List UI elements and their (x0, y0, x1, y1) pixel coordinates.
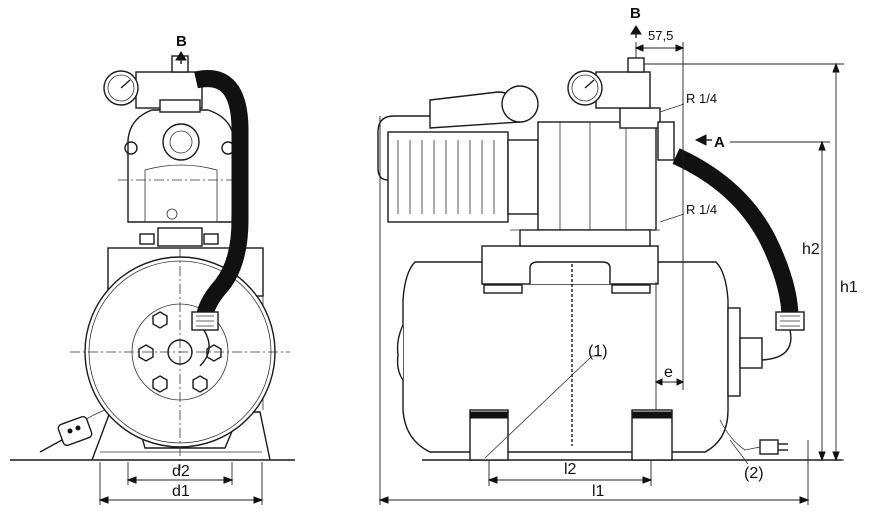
front-power-plug-icon (57, 415, 93, 447)
front-drain-plug (166, 208, 178, 220)
d1-arrow-right (253, 496, 264, 504)
thread-lower-label: R 1/4 (686, 202, 717, 217)
side-outlet-label: B (630, 5, 641, 22)
front-plug-left (124, 141, 138, 155)
callout-2-leader (729, 439, 749, 465)
side-cable (719, 419, 746, 451)
front-outlet-label: B (176, 33, 187, 50)
side-outlet-stub (627, 57, 645, 73)
side-saddle-cutout (529, 261, 611, 284)
l2-arrow-left (487, 476, 498, 484)
callout-1-leader (484, 355, 593, 459)
h1-arrow-bottom (832, 451, 840, 462)
side-capacitor (501, 85, 539, 123)
side-pressure-switch (595, 71, 651, 109)
front-foot-nut-right (203, 233, 219, 245)
h1-label: h1 (840, 279, 858, 296)
inlet-label: A (714, 134, 725, 151)
side-hose-elbow (761, 329, 792, 361)
front-pump-port-inner (169, 130, 193, 154)
side-pump-housing (537, 121, 657, 231)
h2-arrow-bottom (818, 451, 826, 462)
l1-label: l1 (592, 483, 605, 500)
side-tank-flange (727, 307, 741, 397)
front-pump-lower (144, 164, 218, 223)
side-tank-outlet (739, 337, 763, 369)
d2-label: d2 (172, 463, 190, 480)
d2-arrow-right (223, 476, 234, 484)
side-tank (402, 261, 729, 453)
side-pressure-switch-base (619, 107, 661, 129)
d1-label: d1 (172, 483, 190, 500)
side-foot-left-strip (469, 411, 509, 419)
front-plug-cord (39, 439, 63, 453)
side-inlet-connector (657, 121, 675, 161)
front-hose (194, 70, 249, 323)
side-handle (377, 115, 430, 181)
e-arrow-right (676, 378, 685, 386)
front-switch-base (159, 99, 201, 113)
h2-arrow-top (818, 140, 826, 151)
callout-1-label: (1) (588, 343, 608, 360)
side-saddle-bar-right (611, 284, 651, 294)
front-plug-pin (67, 428, 73, 434)
dim-57-label: 57,5 (648, 28, 673, 43)
side-motor (387, 131, 509, 223)
front-pump-foot (157, 227, 203, 247)
front-pump-body (127, 109, 235, 223)
front-manometer-needle (120, 79, 131, 89)
callout-2-label: (2) (744, 465, 764, 482)
thread-upper-leader (659, 103, 685, 113)
dim-57-arrow-right (675, 44, 685, 52)
front-pump-port (162, 123, 200, 161)
d1-arrow-left (98, 496, 109, 504)
side-plug-cord (744, 446, 761, 451)
e-arrow-left (654, 378, 663, 386)
front-manometer-face (107, 74, 135, 102)
side-housing-lines (559, 122, 627, 230)
h2-label: h2 (802, 241, 820, 258)
l1-arrow-left (378, 496, 389, 504)
d2-arrow-left (126, 476, 137, 484)
side-tank-endcap (396, 324, 404, 381)
side-view: B 57,5 R 1/4 R 1/4 A h1 h2 (377, 5, 858, 505)
l1-arrow-right (799, 496, 810, 504)
side-manometer-face (571, 74, 599, 102)
front-foot-nut-left (139, 233, 155, 245)
dim-57-arrow-left (634, 44, 644, 52)
l2-label: l2 (564, 461, 577, 478)
thread-lower-leader (659, 213, 685, 223)
h1-arrow-top (832, 62, 840, 73)
l2-arrow-right (642, 476, 653, 484)
front-plug-pin (75, 425, 81, 431)
front-hose-elbow (199, 329, 210, 367)
side-hose (672, 148, 799, 319)
side-motor-fins (397, 140, 495, 214)
side-power-plug-icon (759, 439, 779, 455)
front-view: B d2 d1 (10, 33, 295, 505)
side-manometer-needle (584, 79, 595, 89)
side-motor-flange (507, 139, 539, 215)
thread-upper-label: R 1/4 (686, 91, 717, 106)
side-saddle-bar-left (483, 284, 523, 294)
e-label: e (664, 364, 673, 381)
side-foot-right-strip (631, 411, 673, 419)
side-pump-base (519, 229, 651, 247)
